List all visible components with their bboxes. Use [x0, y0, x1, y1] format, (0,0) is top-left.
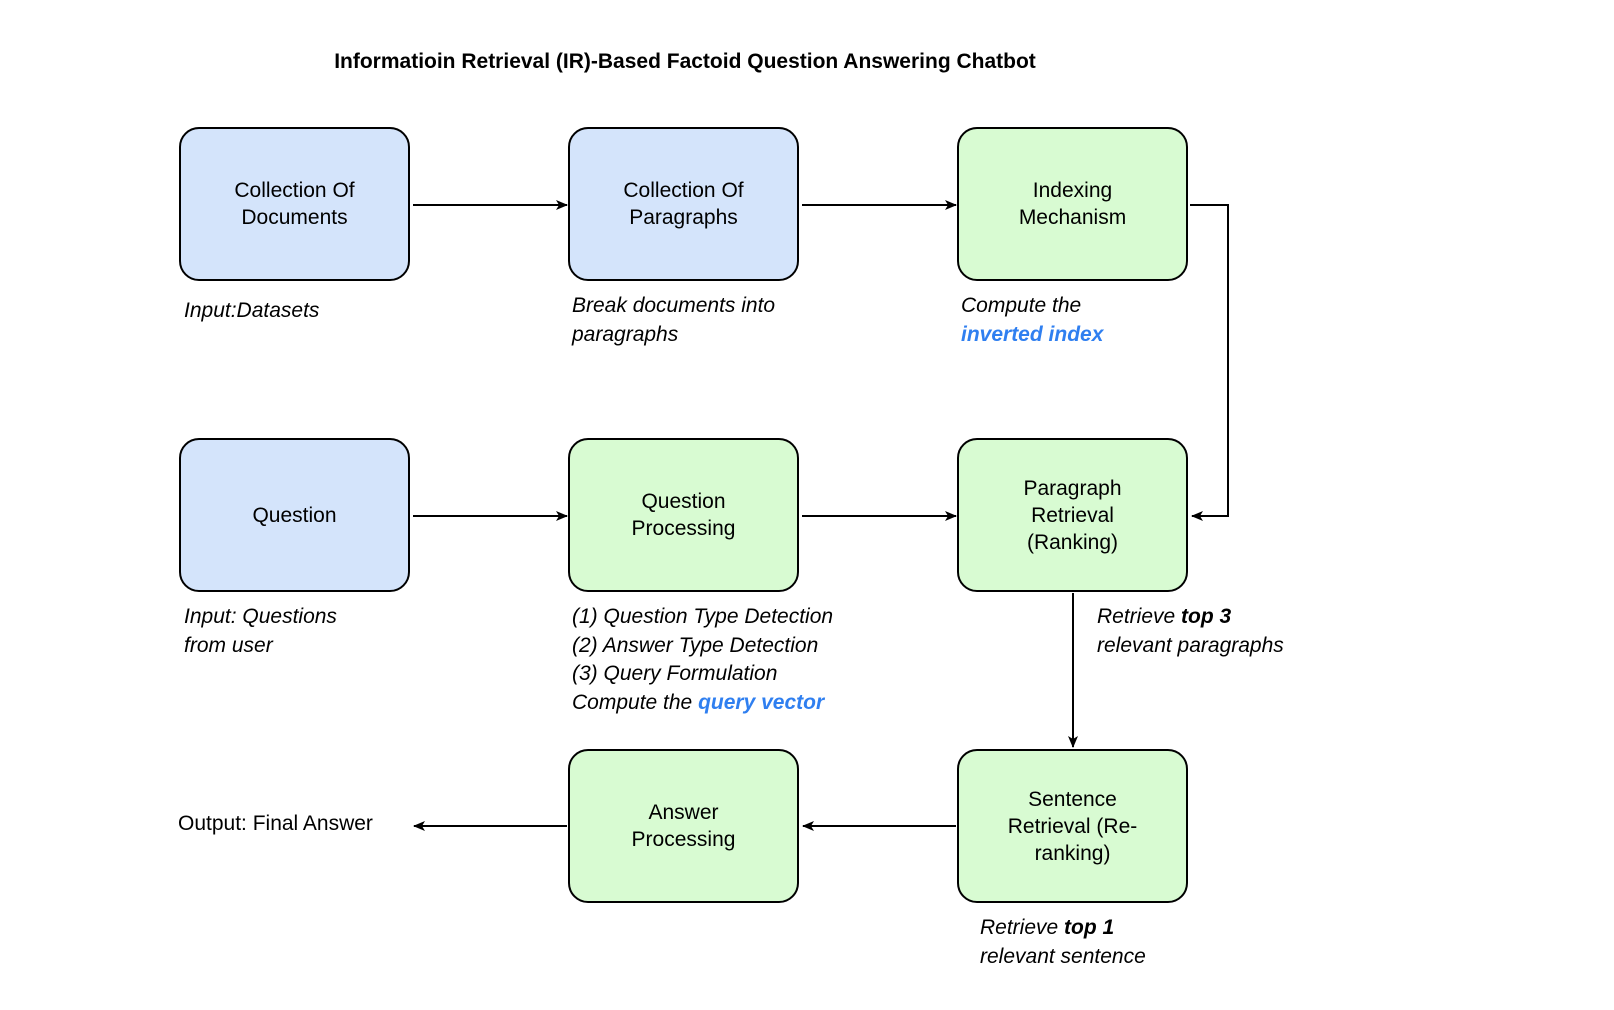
box-collection-of-paragraphs: Collection Of Paragraphs — [568, 127, 799, 281]
box-answer-processing: Answer Processing — [568, 749, 799, 903]
box-collection-of-documents: Collection Of Documents — [179, 127, 410, 281]
note-input-questions: Input: Questions from user — [184, 603, 337, 660]
box-indexing-mechanism: Indexing Mechanism — [957, 127, 1188, 281]
note-line: Break documents into — [572, 294, 776, 317]
box-paragraph-retrieval: Paragraph Retrieval (Ranking) — [957, 438, 1188, 592]
note-question-processing-steps: (1) Question Type Detection (2) Answer T… — [572, 603, 833, 717]
highlight-query-vector: query vector — [698, 690, 825, 714]
note-line: (1) Question Type Detection — [572, 605, 834, 628]
box-question: Question — [179, 438, 410, 592]
note-input-datasets: Input:Datasets — [184, 299, 320, 322]
note-text: Retrieve — [980, 916, 1065, 939]
note-line: from user — [184, 633, 273, 657]
note-line: Compute the query vector — [572, 689, 833, 718]
note-line: relevant sentence — [980, 944, 1146, 968]
note-top-1-sentence: Retrieve top 1 relevant sentence — [980, 914, 1146, 971]
highlight-inverted-index: inverted index — [961, 322, 1104, 346]
note-line: Input: Questions — [184, 605, 337, 628]
emphasis-top-3: top 3 — [1181, 605, 1232, 628]
note-inverted-index: Compute the inverted index — [961, 292, 1103, 349]
emphasis-top-1: top 1 — [1064, 916, 1115, 939]
note-top-3-paragraphs: Retrieve top 3 relevant paragraphs — [1097, 603, 1284, 660]
arrow-indexing-to-retrieval — [1190, 204, 1229, 521]
box-question-processing: Question Processing — [568, 438, 799, 592]
box-sentence-retrieval: Sentence Retrieval (Re-ranking) — [957, 749, 1188, 903]
note-line: Retrieve top 1 — [980, 914, 1146, 943]
note-line: Compute the — [961, 294, 1082, 317]
note-line: relevant paragraphs — [1097, 633, 1284, 657]
note-line: (3) Query Formulation — [572, 662, 778, 685]
note-break-documents: Break documents into paragraphs — [572, 292, 775, 349]
note-line: (2) Answer Type Detection — [572, 633, 819, 657]
note-line: paragraphs — [572, 322, 679, 346]
note-text: Retrieve — [1097, 605, 1182, 628]
note-line: Retrieve top 3 — [1097, 603, 1284, 632]
output-final-answer: Output: Final Answer — [178, 812, 373, 835]
note-text: Compute the — [572, 690, 699, 714]
diagram-title: Informatioin Retrieval (IR)-Based Factoi… — [334, 50, 1036, 73]
